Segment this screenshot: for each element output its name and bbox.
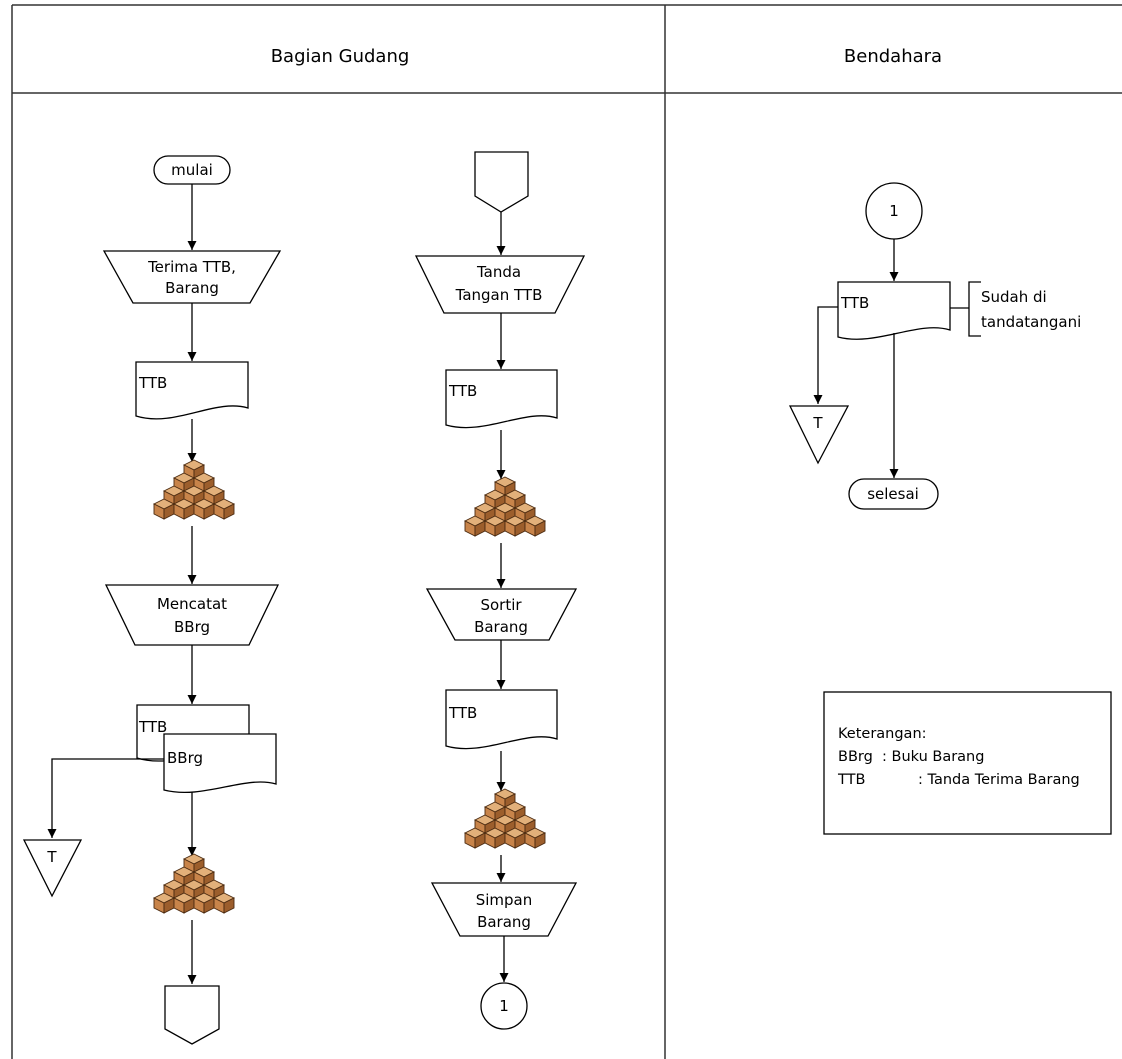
start-label: mulai [171,161,213,179]
document-ttb-bendahara-label: TTB [840,294,869,312]
connector-1-bottom-label: 1 [499,997,509,1015]
legend-key-bbrg: BBrg [838,749,873,765]
offpage-storage-bendahara: T [788,405,850,465]
sortir-label-line2: Barang [474,618,528,636]
lane-title-bendahara: Bendahara [844,46,942,67]
legend-box: Keterangan: BBrg : Buku Barang TTB : Tan… [823,691,1112,835]
document-ttb-3-label: TTB [448,382,477,400]
document-ttb-bendahara: TTB [837,281,951,340]
document-ttb-3: TTB [445,369,558,429]
connector-1-bottom: 1 [480,982,528,1030]
annotation-line2: tandatangani [981,313,1081,331]
legend-key-ttb: TTB [837,772,865,788]
document-bbrg-label: BBrg [167,749,203,767]
manual-operation-mencatat: Mencatat BBrg [104,584,280,646]
offpage-left-label: T [46,848,57,866]
simpan-label-line1: Simpan [476,891,533,909]
mencatat-label-line2: BBrg [174,618,210,636]
mencatat-label-line1: Mencatat [157,595,227,613]
end-terminator: selesai [848,478,939,510]
offpage-storage-left: T [22,839,83,898]
annotation-line1: Sudah di [981,288,1047,306]
document-ttb-2-label: TTB [138,718,167,736]
manual-operation-simpan: Simpan Barang [430,882,578,937]
goods-stack-icon [154,460,234,519]
goods-stack-icon [154,854,234,913]
offpage-connector-bottom [164,985,220,1045]
legend-value-ttb: : Tanda Terima Barang [918,772,1080,788]
legend-title: Keterangan: [838,726,927,742]
lane-title-gudang: Bagian Gudang [271,46,410,67]
document-ttb-4-label: TTB [448,704,477,722]
annotation-sudah-ditandatangani: Sudah di tandatangani [950,281,1081,337]
end-label: selesai [867,485,919,503]
document-bbrg: BBrg [163,733,277,794]
legend-value-bbrg: : Buku Barang [882,749,984,765]
terima-label-line2: Barang [165,279,219,297]
connector-1-top-label: 1 [889,202,899,220]
start-terminator: mulai [153,155,231,185]
swimlane-frame [11,4,1122,1059]
tanda-tangan-label-line1: Tanda [476,263,521,281]
document-ttb-4: TTB [445,689,558,750]
document-ttb-1: TTB [135,361,249,420]
document-ttb-1-label: TTB [138,374,167,392]
sortir-label-line1: Sortir [480,596,522,614]
manual-operation-tanda-tangan: Tanda Tangan TTB [414,255,586,314]
goods-stack-icon [465,789,545,848]
simpan-label-line2: Barang [477,913,531,931]
manual-operation-sortir: Sortir Barang [425,588,578,641]
terima-label-line1: Terima TTB, [147,258,236,276]
manual-operation-terima: Terima TTB, Barang [102,250,282,304]
offpage-bendahara-label: T [812,414,823,432]
goods-stack-icon [465,477,545,536]
offpage-connector-top [474,151,529,213]
connector-1-top: 1 [865,182,923,240]
tanda-tangan-label-line2: Tangan TTB [455,286,543,304]
